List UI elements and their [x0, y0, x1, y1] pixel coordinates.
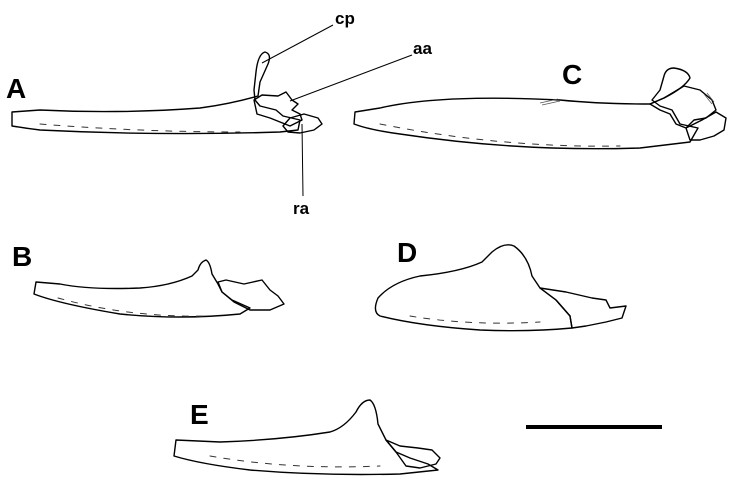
panel-a: A cp aa ra	[6, 9, 432, 218]
panel-b: B	[12, 241, 284, 317]
panel-a-dentary	[12, 52, 300, 134]
panel-d-label: D	[397, 237, 417, 268]
panel-d-tooth-row	[410, 316, 540, 323]
panel-d-postdentary	[540, 288, 626, 328]
panel-c-tooth-row	[380, 124, 620, 146]
panel-c: C	[354, 59, 726, 149]
label-aa: aa	[413, 39, 432, 58]
panel-b-label: B	[12, 241, 32, 272]
panel-a-cp-leader	[262, 25, 333, 63]
panel-c-label: C	[562, 59, 582, 90]
panel-a-label: A	[6, 73, 26, 104]
panel-c-dentary	[354, 68, 698, 149]
panel-e-tooth-row	[210, 456, 380, 467]
panel-c-angular-articular	[650, 86, 716, 128]
panel-e-label: E	[190, 399, 209, 430]
panel-a-aa-leader	[290, 55, 412, 101]
panel-a-angular-articular	[254, 92, 302, 126]
label-cp: cp	[335, 9, 355, 28]
panel-e-postdentary	[386, 440, 440, 468]
panel-b-postdentary	[218, 280, 284, 310]
panel-b-dentary	[34, 260, 250, 317]
label-ra: ra	[293, 199, 310, 218]
panel-d: D	[375, 237, 626, 331]
panel-e: E	[174, 399, 440, 475]
panel-a-ra-leader	[302, 124, 303, 196]
panel-e-dentary	[174, 400, 438, 475]
